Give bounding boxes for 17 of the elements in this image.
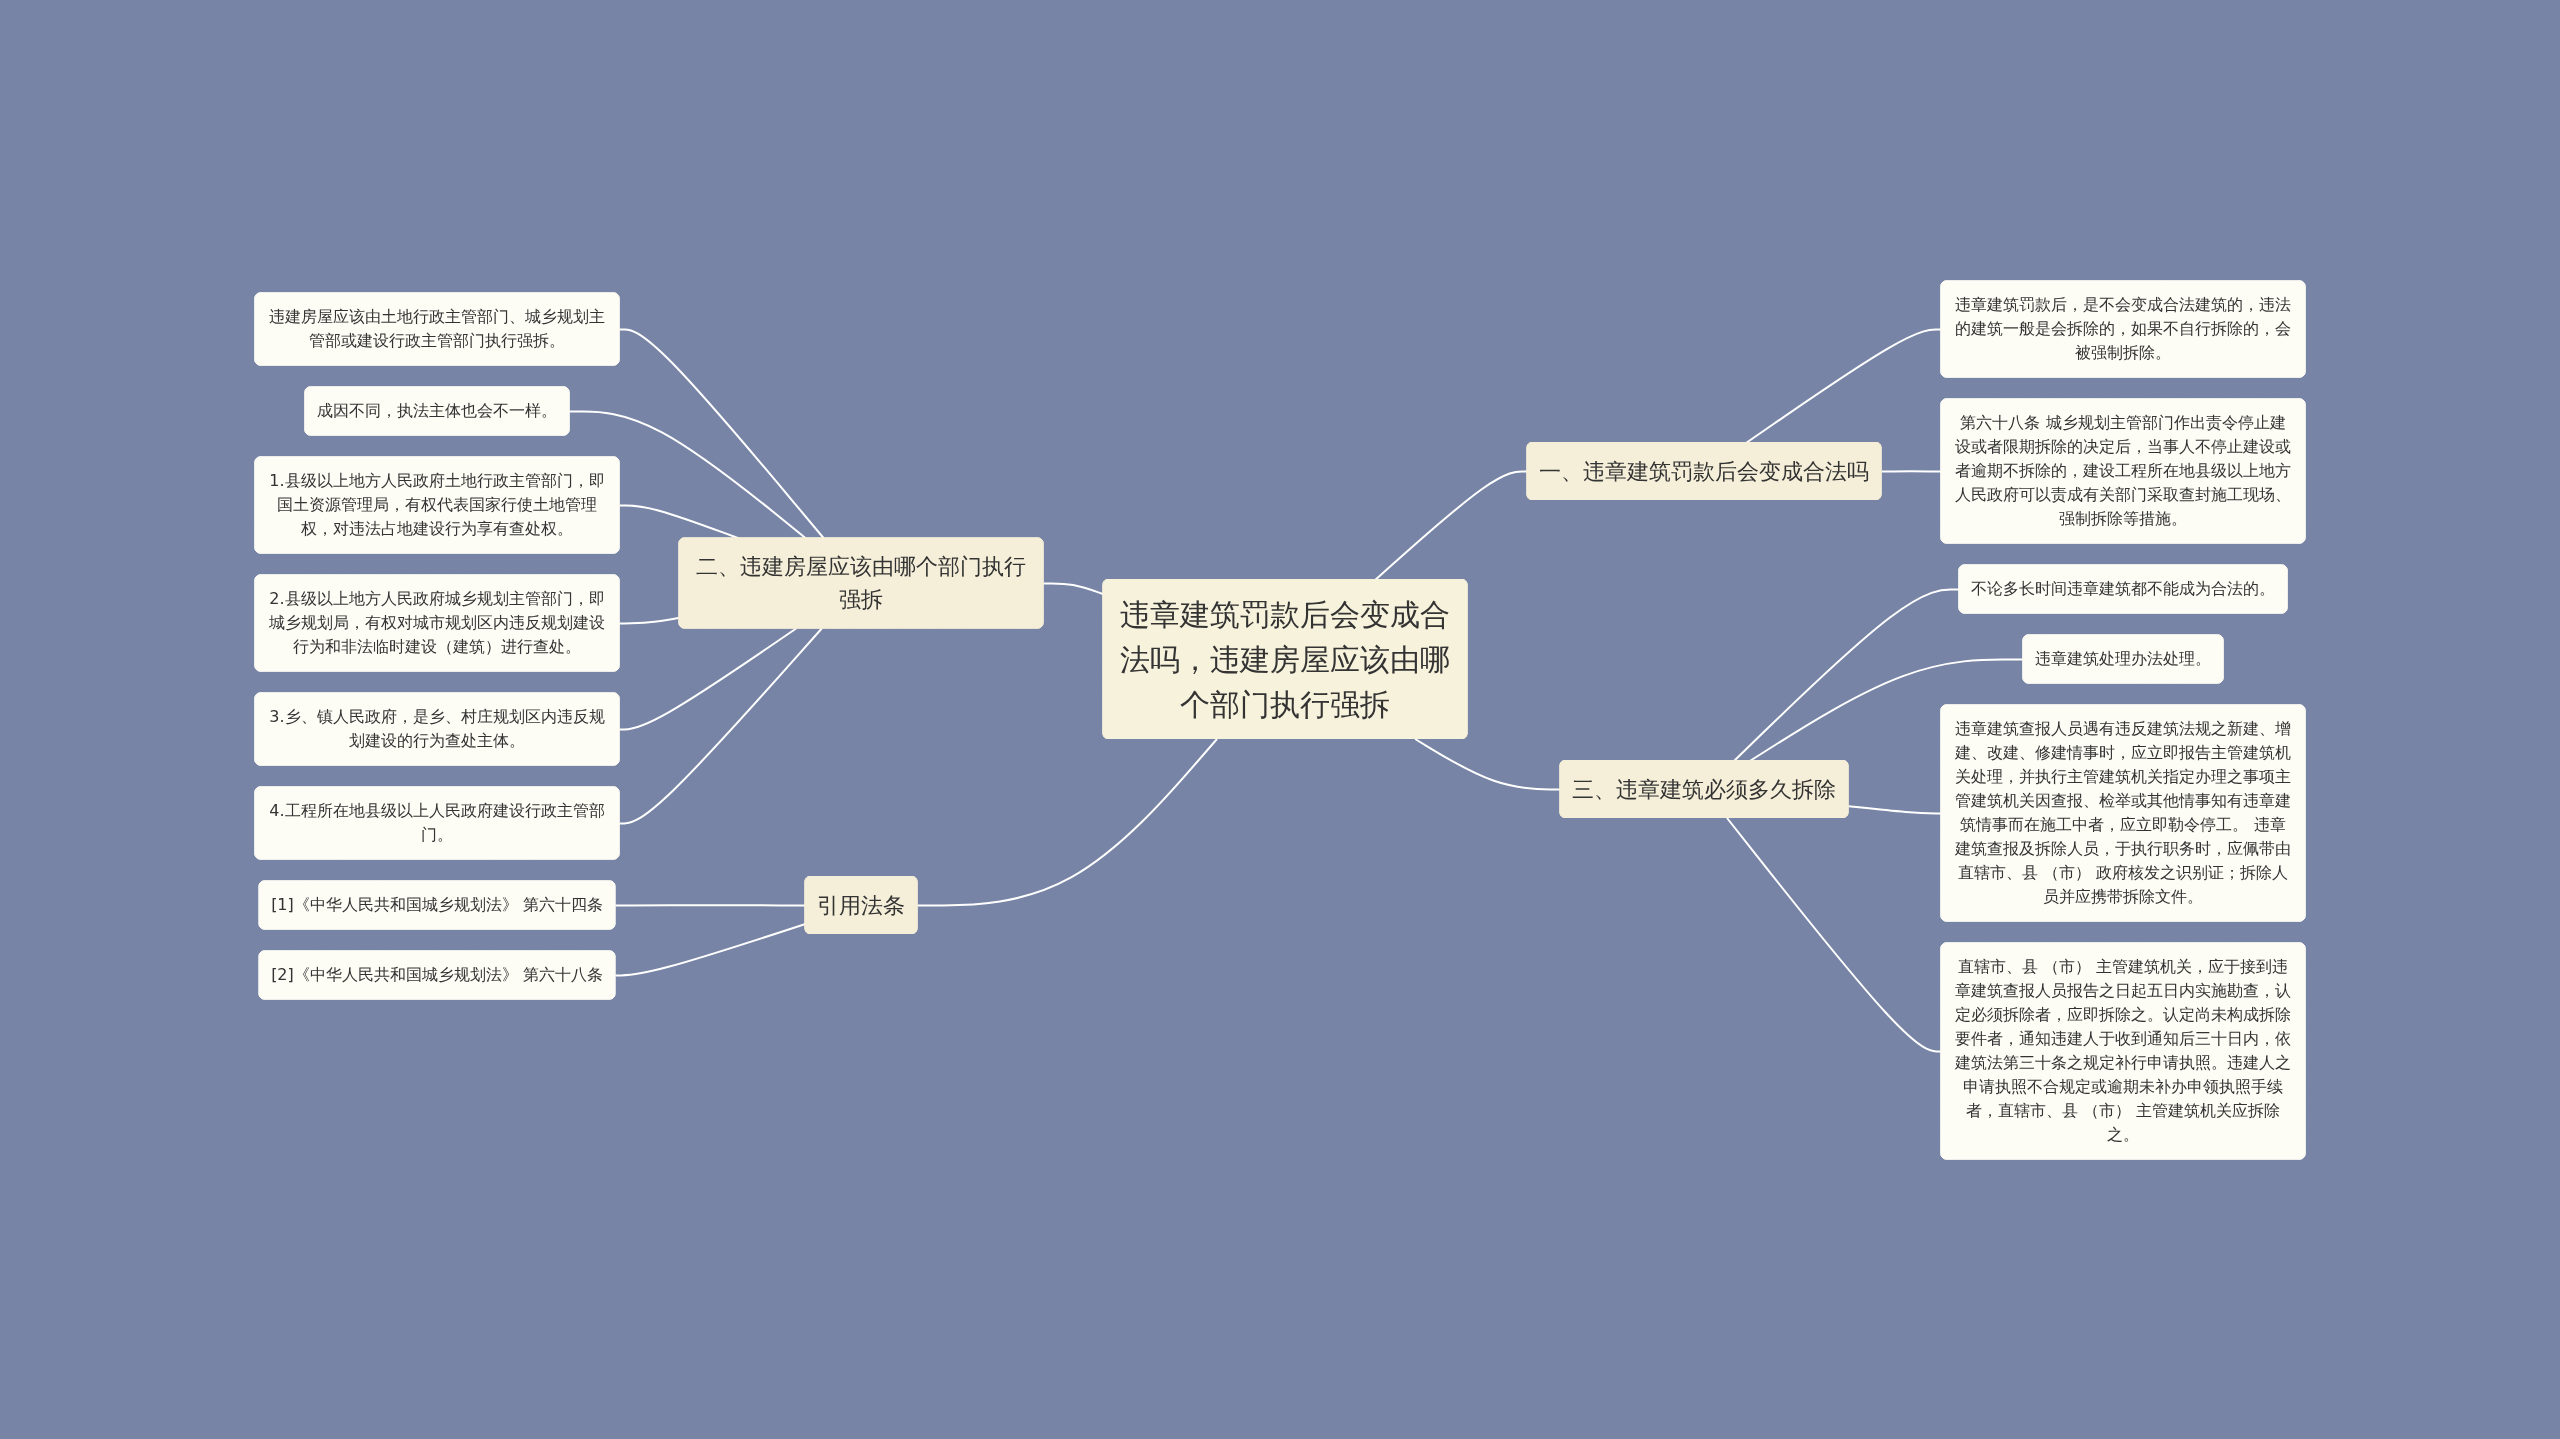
connector — [618, 627, 798, 730]
connector — [1880, 469, 1943, 472]
connector — [1745, 327, 1943, 444]
connector — [1726, 816, 1943, 1052]
connector — [1414, 737, 1562, 790]
connector — [618, 616, 681, 624]
connector — [1733, 587, 1961, 762]
connector — [1374, 469, 1529, 581]
connector — [614, 922, 807, 976]
connector — [614, 903, 807, 906]
connector — [568, 409, 808, 539]
connector — [1042, 581, 1105, 595]
connector — [1847, 804, 1943, 814]
connector — [916, 737, 1218, 906]
connector — [1748, 657, 2025, 762]
connector — [618, 627, 823, 824]
connector — [618, 327, 825, 539]
